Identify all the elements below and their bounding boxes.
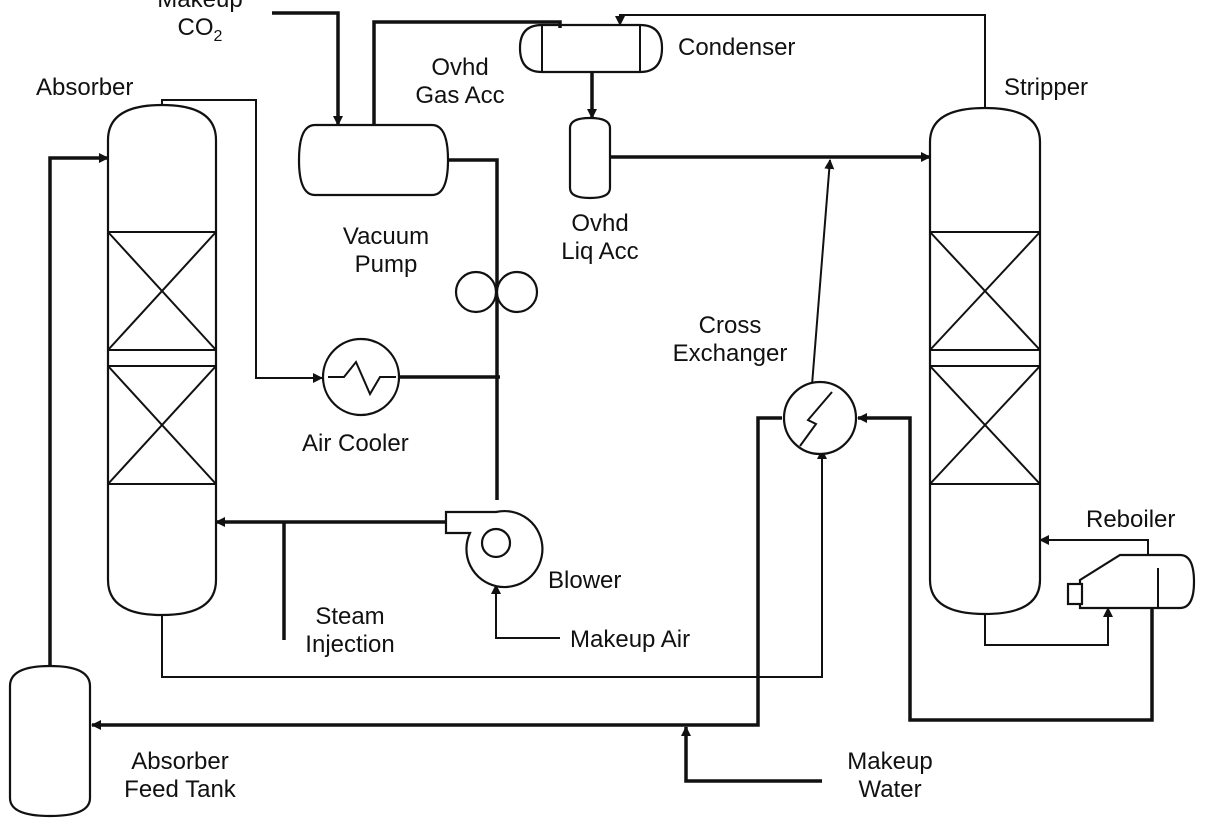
- ovhd-gas-acc-line2: Gas Acc: [415, 82, 505, 109]
- cross-exchanger-line2: Exchanger: [672, 340, 788, 367]
- ovhd-gas-accumulator: [297, 123, 450, 197]
- vacuum-pump-line1: Vacuum: [342, 223, 430, 250]
- makeup-water-line1: Makeup: [847, 748, 933, 775]
- absorber-feed-tank-line2: Feed Tank: [124, 776, 236, 803]
- process-piping: [48, 11, 1154, 783]
- absorber-feed-tank: [8, 664, 92, 818]
- reboiler: [1066, 553, 1196, 610]
- ovhd-liq-accumulator: [568, 116, 612, 200]
- cross-exchanger-label: Cross Exchanger: [650, 312, 810, 368]
- ovhd-liq-acc-line2: Liq Acc: [561, 238, 639, 265]
- ovhd-gas-acc-label: Ovhd Gas Acc: [400, 54, 520, 110]
- makeup-water-label: Makeup Water: [820, 748, 960, 804]
- absorber-label: Absorber: [36, 74, 134, 101]
- vacuum-pump-line2: Pump: [354, 251, 418, 278]
- makeup-co2-line2: CO2: [140, 14, 260, 51]
- blower: [444, 509, 544, 589]
- absorber-feed-tank-line1: Absorber: [131, 748, 229, 775]
- cross-exchanger: [782, 380, 858, 456]
- ovhd-liq-acc-line1: Ovhd: [571, 210, 629, 237]
- stripper-label: Stripper: [1004, 74, 1089, 101]
- steam-injection-label: Steam Injection: [260, 603, 440, 659]
- condenser-label: Condenser: [678, 34, 796, 61]
- vacuum-pump-label: Vacuum Pump: [316, 223, 456, 279]
- condenser: [518, 23, 664, 74]
- ovhd-liq-acc-label: Ovhd Liq Acc: [540, 210, 660, 266]
- makeup-co2-line1: Makeup: [140, 0, 260, 14]
- makeup-co2-co: CO: [177, 14, 214, 41]
- vacuum-pump: [454, 270, 539, 314]
- absorber-column: [106, 103, 218, 617]
- cross-exchanger-line1: Cross: [698, 312, 762, 339]
- air-cooler-label: Air Cooler: [302, 430, 409, 457]
- steam-injection-line1: Steam: [315, 603, 385, 630]
- makeup-water-line2: Water: [858, 776, 922, 803]
- blower-label: Blower: [548, 567, 622, 594]
- absorber-feed-tank-label: Absorber Feed Tank: [100, 748, 260, 804]
- makeup-air-label: Makeup Air: [570, 626, 691, 653]
- makeup-co2-label: Makeup CO2: [140, 0, 260, 51]
- stripper-column: [928, 106, 1042, 616]
- steam-injection-line2: Injection: [305, 631, 395, 658]
- reboiler-label: Reboiler: [1086, 506, 1176, 533]
- ovhd-gas-acc-line1: Ovhd: [431, 54, 489, 81]
- makeup-co2-sub: 2: [213, 27, 223, 45]
- air-cooler: [321, 337, 401, 417]
